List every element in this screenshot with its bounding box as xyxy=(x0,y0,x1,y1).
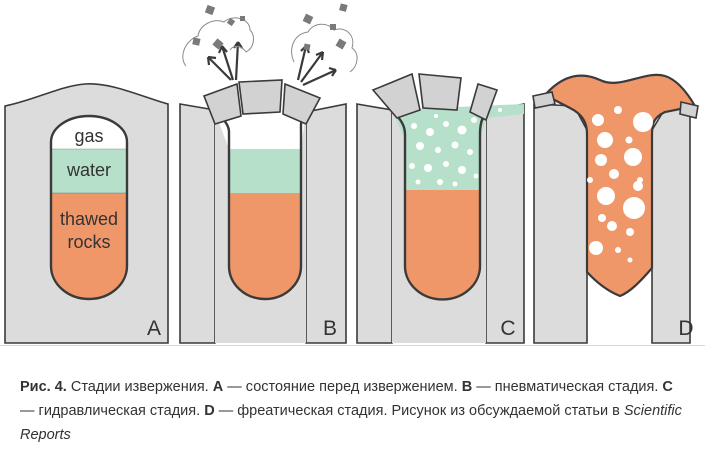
label-gas: gas xyxy=(74,126,103,146)
chamber-rock-c xyxy=(405,190,480,300)
chamber-outline-c xyxy=(391,109,488,301)
bubbles-d xyxy=(587,106,653,263)
caption-journal: Scientific Reports xyxy=(20,403,682,443)
arrows-b xyxy=(206,41,337,87)
caption-text-5: — фреатическая стадия. Рисунок из обсужд… xyxy=(214,403,624,419)
lid-fragment-c1 xyxy=(371,72,421,119)
caption-divider xyxy=(0,345,705,346)
figure-caption: Рис. 4. Стадии извержения. A — состояние… xyxy=(20,375,690,447)
panel-letter-b: B xyxy=(323,317,337,340)
lid-chip-d1 xyxy=(532,91,556,109)
chamber-outline-b xyxy=(214,109,307,301)
caption-stage-c: C xyxy=(662,379,673,395)
panel-d: D xyxy=(532,73,699,344)
debris-b xyxy=(192,3,348,51)
chamber-water-a xyxy=(51,149,127,193)
label-thawed: thawed xyxy=(60,209,118,229)
caption-stage-b: B xyxy=(461,379,473,395)
caption-text-3: — пневматическая стадия. xyxy=(472,379,663,395)
panel-c: C xyxy=(356,72,525,344)
chamber-rock-b xyxy=(229,193,301,299)
chamber-rock-a xyxy=(51,193,127,299)
chamber-gas-a xyxy=(51,116,127,149)
lid-chip-d2 xyxy=(679,101,699,119)
lid-fragment-c2 xyxy=(418,73,462,111)
chamber-water-b xyxy=(229,149,301,193)
chamber-outline-a xyxy=(49,114,129,301)
caption-text-4: — гидравлическая стадия. xyxy=(20,403,205,419)
caption-text-2: — состояние перед извержением. xyxy=(223,379,462,395)
panel-letter-d: D xyxy=(678,317,693,340)
label-rocks: rocks xyxy=(67,232,110,252)
caption-box: Рис. 4. Стадии извержения. A — состояние… xyxy=(0,345,705,473)
magma-d xyxy=(543,73,697,298)
caption-fig-number: Рис. 4. xyxy=(20,379,67,395)
caption-stage-d: D xyxy=(204,403,215,419)
eruption-stages-diagram: gas water thawed rocks A xyxy=(4,3,699,345)
caption-text-1: Стадии извержения. xyxy=(66,379,213,395)
panel-letter-c: C xyxy=(500,317,515,340)
panel-a: gas water thawed rocks A xyxy=(4,83,169,344)
lid-fragment-b3 xyxy=(282,82,322,126)
caption-stage-a: A xyxy=(212,379,224,395)
lid-fragment-b1 xyxy=(202,82,242,125)
panel-b: B xyxy=(179,3,358,344)
label-water: water xyxy=(66,160,111,180)
lid-fragment-c3 xyxy=(469,82,499,122)
lid-fragment-b2 xyxy=(238,79,283,115)
bubbles-c xyxy=(409,108,502,187)
panel-letter-a: A xyxy=(147,317,161,340)
